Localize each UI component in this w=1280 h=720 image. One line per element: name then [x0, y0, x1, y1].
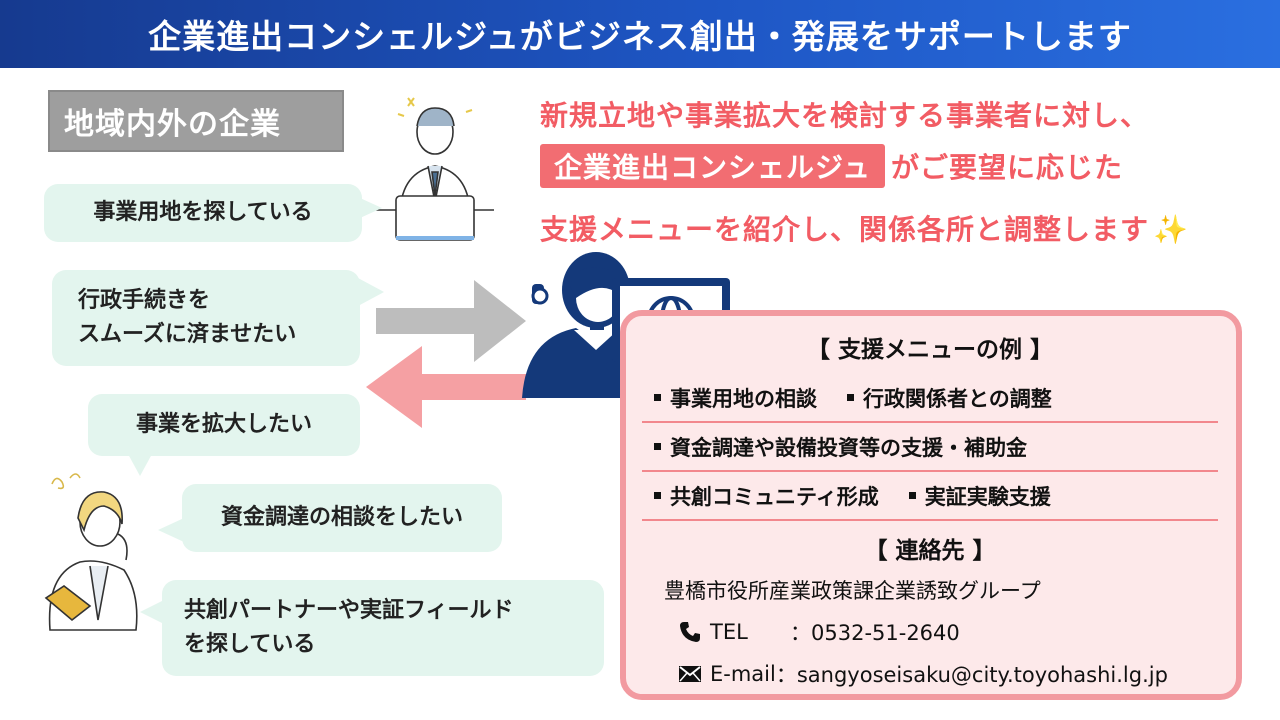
menu-item: 行政関係者との調整: [847, 383, 1052, 413]
bubble-tail: [158, 518, 184, 542]
support-panel-content: 【 支援メニューの例 】 事業用地の相談 行政関係者との調整 資金調達や設備投資…: [642, 330, 1218, 689]
bubble-partners: 共創パートナーや実証フィールド を探している: [140, 580, 604, 676]
bubble-text: 事業用地を探している: [93, 199, 313, 225]
bubble-text: 資金調達の相談をしたい: [220, 504, 463, 530]
bubble-expand-business: 事業を拡大したい: [88, 394, 360, 476]
contact-organization: 豊橋市役所産業政策課企業誘致グループ: [664, 579, 1041, 603]
contact-email: E-mail ：sangyoseisaku@city.toyohashi.lg.…: [642, 659, 1218, 689]
menu-item: 事業用地の相談: [654, 383, 817, 413]
menu-item: 資金調達や設備投資等の支援・補助金: [654, 432, 1027, 462]
bubble-text: を探している: [184, 632, 316, 657]
bullet-square-icon: [654, 394, 661, 401]
bullet-square-icon: [847, 394, 854, 401]
mail-icon: [679, 666, 701, 682]
bubble-tail: [140, 600, 164, 624]
bullet-square-icon: [654, 443, 661, 450]
email-label: E-mail: [710, 662, 776, 686]
companies-tag-label: 地域内外の企業: [64, 107, 281, 142]
tel-label: TEL: [710, 620, 748, 644]
page-title: 企業進出コンシェルジュがビジネス創出・発展をサポートします: [148, 17, 1132, 56]
companies-tag: 地域内外の企業: [48, 90, 344, 152]
support-panel: 【 支援メニューの例 】 事業用地の相談 行政関係者との調整 資金調達や設備投資…: [620, 310, 1242, 700]
intro-text-3: 支援メニューを紹介し、関係各所と調整します: [540, 213, 1150, 246]
bubble-admin-procedures: 行政手続きを スムーズに済ませたい: [52, 270, 384, 366]
contact-title: 【 連絡先 】: [864, 538, 996, 564]
arrow-right-gray: [376, 280, 526, 362]
bubble-text: 事業を拡大したい: [135, 411, 312, 437]
bullet-square-icon: [654, 492, 661, 499]
sparkle-icon: ✨: [1153, 213, 1189, 246]
menu-item: 共創コミュニティ形成: [654, 481, 879, 511]
contact-tel: TEL ：0532-51-2640: [642, 617, 1218, 647]
menu-item: 実証実験支援: [908, 481, 1051, 511]
businessman-illustration: [376, 97, 494, 241]
header-banner: 企業進出コンシェルジュがビジネス創出・発展をサポートします: [0, 0, 1280, 68]
intro-text-1: 新規立地や事業拡大を検討する事業者に対し、: [540, 99, 1150, 132]
bubble-land-search: 事業用地を探している: [44, 184, 382, 242]
bubble-tail: [128, 454, 152, 476]
intro-line-2: 企業進出コンシェルジュがご要望に応じた: [540, 144, 1123, 188]
tel-value: ：0532-51-2640: [790, 621, 960, 645]
bubble-tail: [360, 198, 382, 218]
menu-row: 共創コミュニティ形成 実証実験支援: [642, 472, 1218, 521]
arrow-left-pink: [366, 346, 526, 428]
email-value: ：sangyoseisaku@city.toyohashi.lg.jp: [775, 663, 1168, 687]
bubble-text: 行政手続きを: [78, 287, 211, 313]
bubble-tail: [358, 278, 384, 306]
menu-row: 資金調達や設備投資等の支援・補助金: [642, 423, 1218, 472]
bullet-square-icon: [908, 492, 916, 499]
bubble-funding: 資金調達の相談をしたい: [158, 484, 502, 552]
concierge-highlight: 企業進出コンシェルジュ: [540, 144, 886, 188]
bubble-text: スムーズに済ませたい: [78, 322, 297, 347]
phone-icon: [680, 622, 700, 642]
intro-line-3: 支援メニューを紹介し、関係各所と調整します✨: [540, 208, 1189, 248]
intro-text-2: がご要望に応じた: [891, 151, 1124, 184]
bubble-text: 共創パートナーや実証フィールド: [184, 597, 514, 623]
support-menu-title: 【 支援メニューの例 】: [806, 337, 1053, 363]
intro-line-1: 新規立地や事業拡大を検討する事業者に対し、: [540, 94, 1149, 134]
woman-illustration: [44, 473, 138, 631]
menu-row: 事業用地の相談 行政関係者との調整: [642, 374, 1218, 423]
